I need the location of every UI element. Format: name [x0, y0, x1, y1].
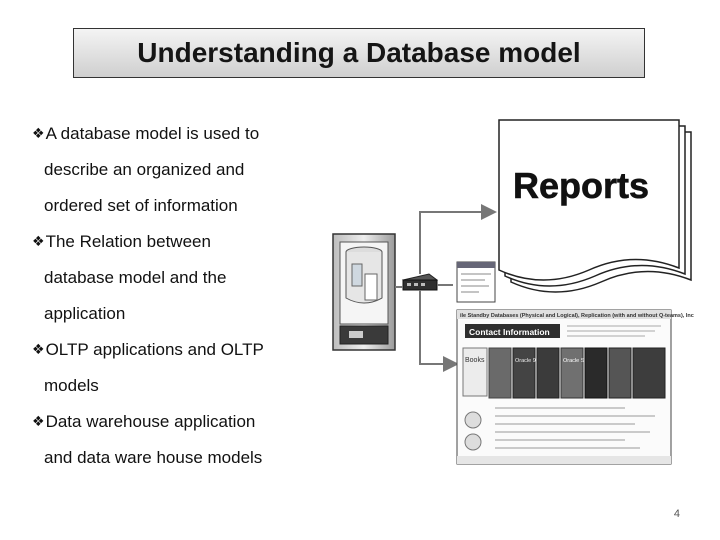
bullet-text: and data ware house models	[44, 448, 263, 467]
page-number: 4	[673, 508, 680, 520]
database-server-icon	[332, 233, 396, 351]
reports-label: Reports	[513, 165, 649, 206]
bullet-text: models	[44, 376, 99, 395]
web-oracle-2-text: Oracle SQL	[563, 358, 592, 364]
database-diagram: Reports ile Standby Databases (Physical …	[332, 119, 694, 465]
diamond-bullet-icon: ❖	[32, 413, 45, 429]
bullet-item: ❖A database model is used to describe an…	[32, 116, 332, 224]
application-window-icon	[456, 261, 496, 303]
reports-document-icon: Reports	[498, 119, 692, 293]
title-box: Understanding a Database model	[73, 28, 645, 78]
web-oracle-1-text: Oracle 9i	[515, 358, 537, 364]
web-books-text: Books	[465, 357, 485, 364]
bullet-text: Data warehouse application	[45, 412, 256, 431]
web-banner-text: ile Standby Databases (Physical and Logi…	[460, 313, 694, 319]
bullet-item: ❖OLTP applications and OLTP models	[32, 332, 332, 404]
diamond-bullet-icon: ❖	[32, 233, 45, 249]
diamond-bullet-icon: ❖	[32, 125, 45, 141]
bullet-text: database model and the	[44, 268, 227, 287]
bullet-item: ❖Data warehouse application and data war…	[32, 404, 332, 476]
web-contact-text: Contact Information	[469, 327, 550, 337]
slide-title: Understanding a Database model	[137, 37, 581, 68]
website-screenshot: ile Standby Databases (Physical and Logi…	[456, 309, 694, 465]
bullet-text: describe an organized and	[44, 160, 245, 179]
bullet-text: OLTP applications and OLTP	[45, 340, 264, 359]
bullet-text: ordered set of information	[44, 196, 238, 215]
connection-arrows	[395, 204, 497, 372]
bullet-text: A database model is used to	[45, 124, 260, 143]
network-hub-icon	[401, 273, 439, 291]
bullet-item: ❖The Relation between database model and…	[32, 224, 332, 332]
diamond-bullet-icon: ❖	[32, 341, 45, 357]
bullet-list: ❖A database model is used to describe an…	[32, 116, 332, 476]
bullet-text: application	[44, 304, 126, 323]
bullet-text: The Relation between	[45, 232, 211, 251]
